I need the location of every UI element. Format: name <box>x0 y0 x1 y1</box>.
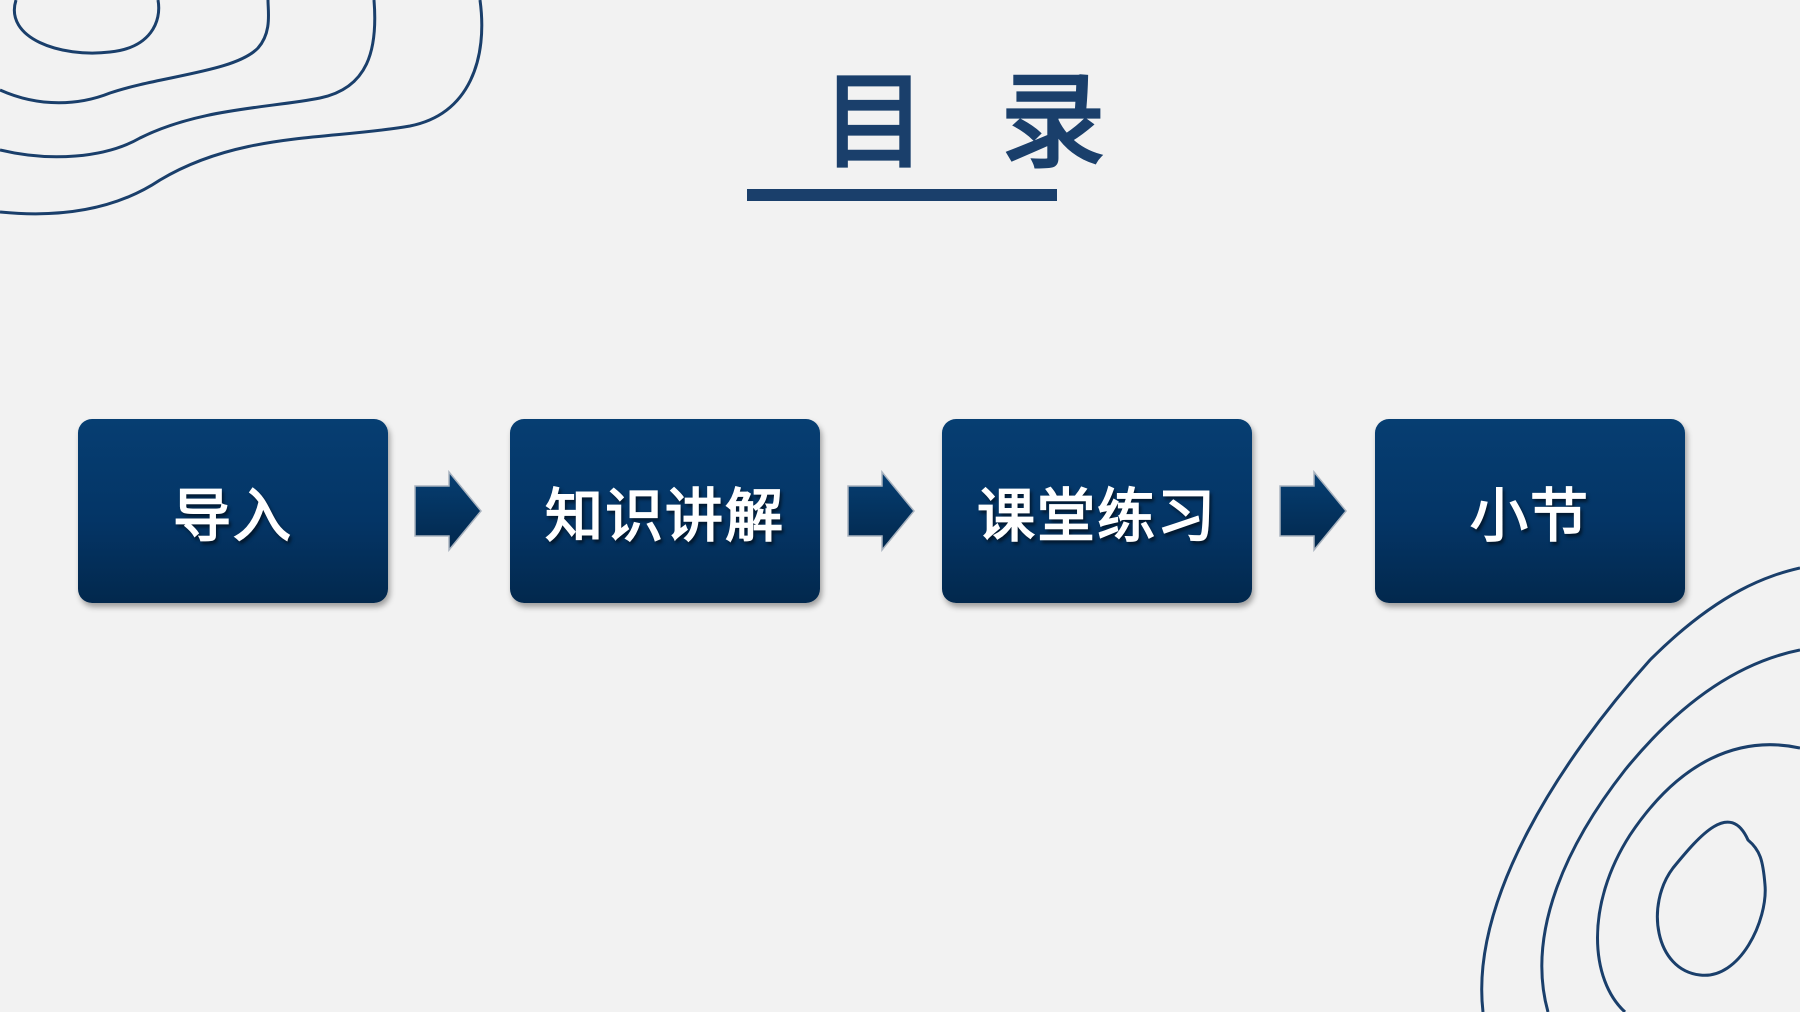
contour-line-top-left-2 <box>0 0 271 105</box>
step-box-summary[interactable]: 小节 <box>1375 419 1685 603</box>
step-label: 小节 <box>1469 482 1590 550</box>
arrow-right-icon <box>414 470 482 552</box>
step-label: 导入 <box>172 482 293 550</box>
page-title: 目录 <box>822 61 1181 183</box>
contour-line-bottom-right-1 <box>1480 566 1800 1012</box>
contour-line-bottom-right-4 <box>1655 820 1767 977</box>
step-box-knowledge[interactable]: 知识讲解 <box>510 419 820 603</box>
title-underline <box>747 189 1057 201</box>
step-label: 课堂练习 <box>976 482 1217 550</box>
contour-line-top-left-1 <box>12 0 161 55</box>
contour-line-top-left-4 <box>0 0 484 216</box>
step-box-practice[interactable]: 课堂练习 <box>942 419 1252 603</box>
contour-line-bottom-right-3 <box>1596 743 1800 1012</box>
arrow-right-icon <box>1279 470 1347 552</box>
step-box-intro[interactable]: 导入 <box>78 419 388 603</box>
contour-line-bottom-right-2 <box>1540 648 1800 1012</box>
arrow-right-icon <box>847 470 915 552</box>
step-label: 知识讲解 <box>544 482 785 550</box>
contour-line-top-left-3 <box>0 0 377 159</box>
